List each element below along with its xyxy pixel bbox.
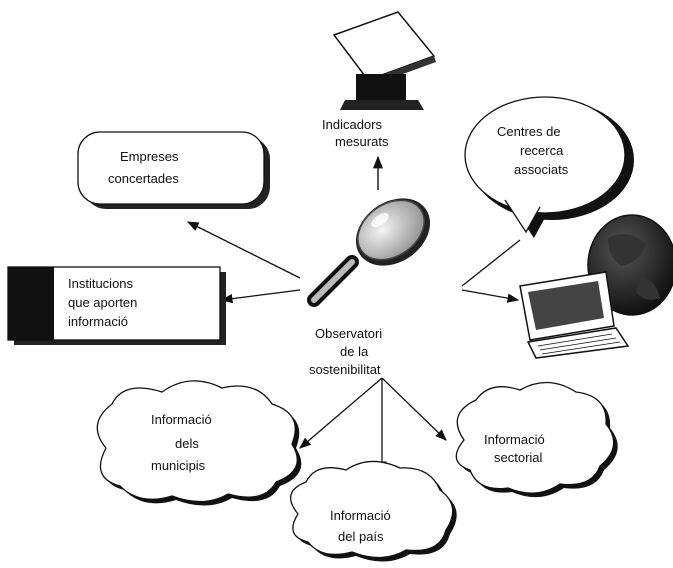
node-centres: Centres de recerca associats — [464, 96, 634, 238]
laptop-computer-icon — [519, 271, 630, 359]
centres-line-3: associats — [514, 162, 569, 177]
line-to-centres — [461, 239, 521, 287]
center-label-line-1: Observatori — [315, 326, 382, 341]
magnifying-glass-icon — [307, 198, 431, 307]
sectorial-line-2: sectorial — [494, 450, 543, 465]
indicadors-line-1: Indicadors — [322, 117, 382, 132]
institucions-line-2: que aporten — [68, 295, 137, 310]
node-sectorial: Informació sectorial — [455, 381, 618, 498]
pais-line-2: del país — [338, 529, 384, 544]
institucions-line-3: informació — [68, 314, 128, 329]
pais-line-1: Informació — [330, 508, 391, 523]
municipis-line-3: municipis — [151, 458, 206, 473]
arrow-to-municipis — [299, 377, 383, 449]
connector-arrows — [186, 155, 521, 474]
center-label-line-2: de la — [340, 344, 369, 359]
institucions-line-1: Institucions — [68, 276, 134, 291]
sectorial-line-1: Informació — [484, 432, 545, 447]
node-indicadors: Indicadors mesurats — [322, 117, 389, 149]
arrow-to-institucions — [220, 289, 301, 304]
arrow-to-empreses — [186, 221, 301, 279]
centres-line-1: Centres de — [497, 124, 561, 139]
empreses-line-2: concertades — [108, 171, 179, 186]
centres-line-2: recerca — [520, 143, 564, 158]
center-label: Observatori de la sostenibilitat — [309, 326, 382, 377]
node-pais: Informació del país — [290, 460, 457, 562]
node-municipis: Informació dels municipis — [96, 380, 302, 506]
municipis-line-1: Informació — [151, 412, 212, 427]
node-institucions: Institucions que aporten informació — [7, 266, 226, 345]
node-empreses: Empreses concertades — [77, 131, 270, 209]
arrow-to-sectorial — [381, 377, 447, 441]
arrow-to-computer — [461, 289, 520, 303]
municipis-line-2: dels — [175, 436, 199, 451]
center-label-line-3: sostenibilitat — [309, 362, 381, 377]
monitor-icon — [332, 11, 436, 110]
empreses-line-1: Empreses — [120, 149, 179, 164]
indicadors-line-2: mesurats — [335, 134, 389, 149]
